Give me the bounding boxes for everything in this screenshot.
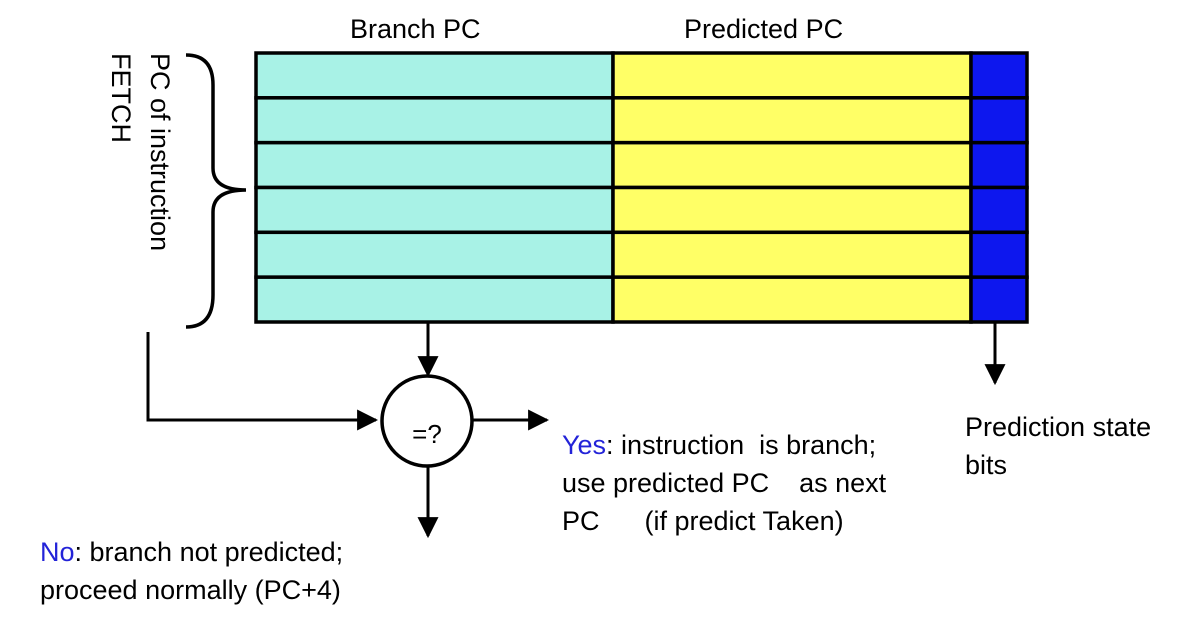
predicted-pc-cell-row-3	[611, 140, 973, 190]
state-note-line-2: bits	[965, 450, 1008, 480]
yes-note-line-1: Yes: instruction is branch;	[562, 430, 877, 460]
yes-note-line-2: use predicted PC as next	[562, 468, 887, 498]
yes-keyword: Yes	[562, 430, 607, 460]
predicted-pc-cell-row-4	[611, 185, 973, 235]
no-note: No: branch not predicted; proceed normall…	[40, 533, 343, 609]
state-bits-note: Prediction state bits	[965, 408, 1151, 484]
state-bits-cell-row-4	[969, 185, 1029, 235]
predicted-pc-cell-row-2	[611, 96, 973, 145]
yes-note: Yes: instruction is branch; use predicted…	[562, 426, 886, 540]
branch-pc-cell-row-4	[254, 185, 615, 235]
state-bits-cell-row-2	[969, 96, 1029, 145]
no-keyword: No	[40, 537, 75, 567]
predicted-pc-header: Predicted PC	[684, 14, 844, 44]
state-bits-cell-row-6	[969, 275, 1029, 324]
state-bits-cell-row-3	[969, 140, 1029, 190]
predicted-pc-cell-row-6	[611, 275, 973, 324]
no-note-line-1: No: branch not predicted;	[40, 537, 344, 567]
branch-pc-cell-row-1	[254, 51, 615, 100]
yes-note-line-3: PC (if predict Taken)	[562, 506, 844, 536]
branch-target-buffer-table	[254, 51, 1029, 324]
fetch-brace	[185, 53, 247, 329]
branch-pc-header: Branch PC	[350, 14, 481, 44]
branch-pc-cell-row-5	[254, 230, 615, 279]
state-bits-cell-row-1	[969, 51, 1029, 100]
predicted-pc-cell-row-5	[611, 230, 973, 279]
fetch-label-line-2: FETCH	[106, 53, 136, 143]
fetch-label-line-1: PC of instruction	[145, 53, 175, 252]
branch-pc-cell-row-2	[254, 96, 615, 145]
predicted-pc-cell-row-1	[611, 51, 973, 100]
branch-pc-cell-row-3	[254, 140, 615, 190]
state-bits-cell-row-5	[969, 230, 1029, 279]
arrow-fetch-to-compare	[146, 332, 379, 431]
branch-pc-cell-row-6	[254, 275, 615, 324]
state-note-line-1: Prediction state	[965, 412, 1152, 442]
no-note-line-2: proceed normally (PC+4)	[40, 575, 341, 605]
